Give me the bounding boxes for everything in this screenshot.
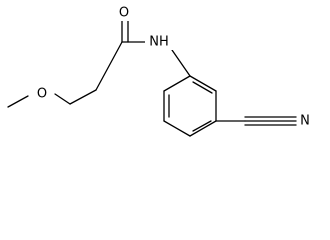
ring-bond-1 — [163, 75, 191, 92]
ring-bond-3 — [163, 120, 191, 137]
carbonyl-oxygen-label: O — [119, 6, 129, 21]
amide-nh-label: NH — [149, 35, 169, 50]
ring-bond-6 — [189, 75, 217, 92]
bond-ch2-ch2 — [69, 89, 97, 105]
molecule-diagram: O NH O N — [7, 5, 310, 137]
bond-ch2-carbonyl — [95, 41, 123, 91]
bond-nh-aryl — [171, 49, 191, 77]
ether-oxygen-label: O — [37, 87, 47, 102]
ring-bond-4 — [189, 120, 217, 137]
structure-canvas: O NH O N — [7, 5, 310, 137]
nitrile-nitrogen-label: N — [300, 114, 310, 129]
bond-ether-oxygen-ch2 — [54, 93, 71, 105]
ring-inner-bond-3 — [192, 81, 213, 94]
ring-inner-bond-2 — [192, 120, 212, 132]
bond-methyl-ether-oxygen — [7, 95, 29, 108]
